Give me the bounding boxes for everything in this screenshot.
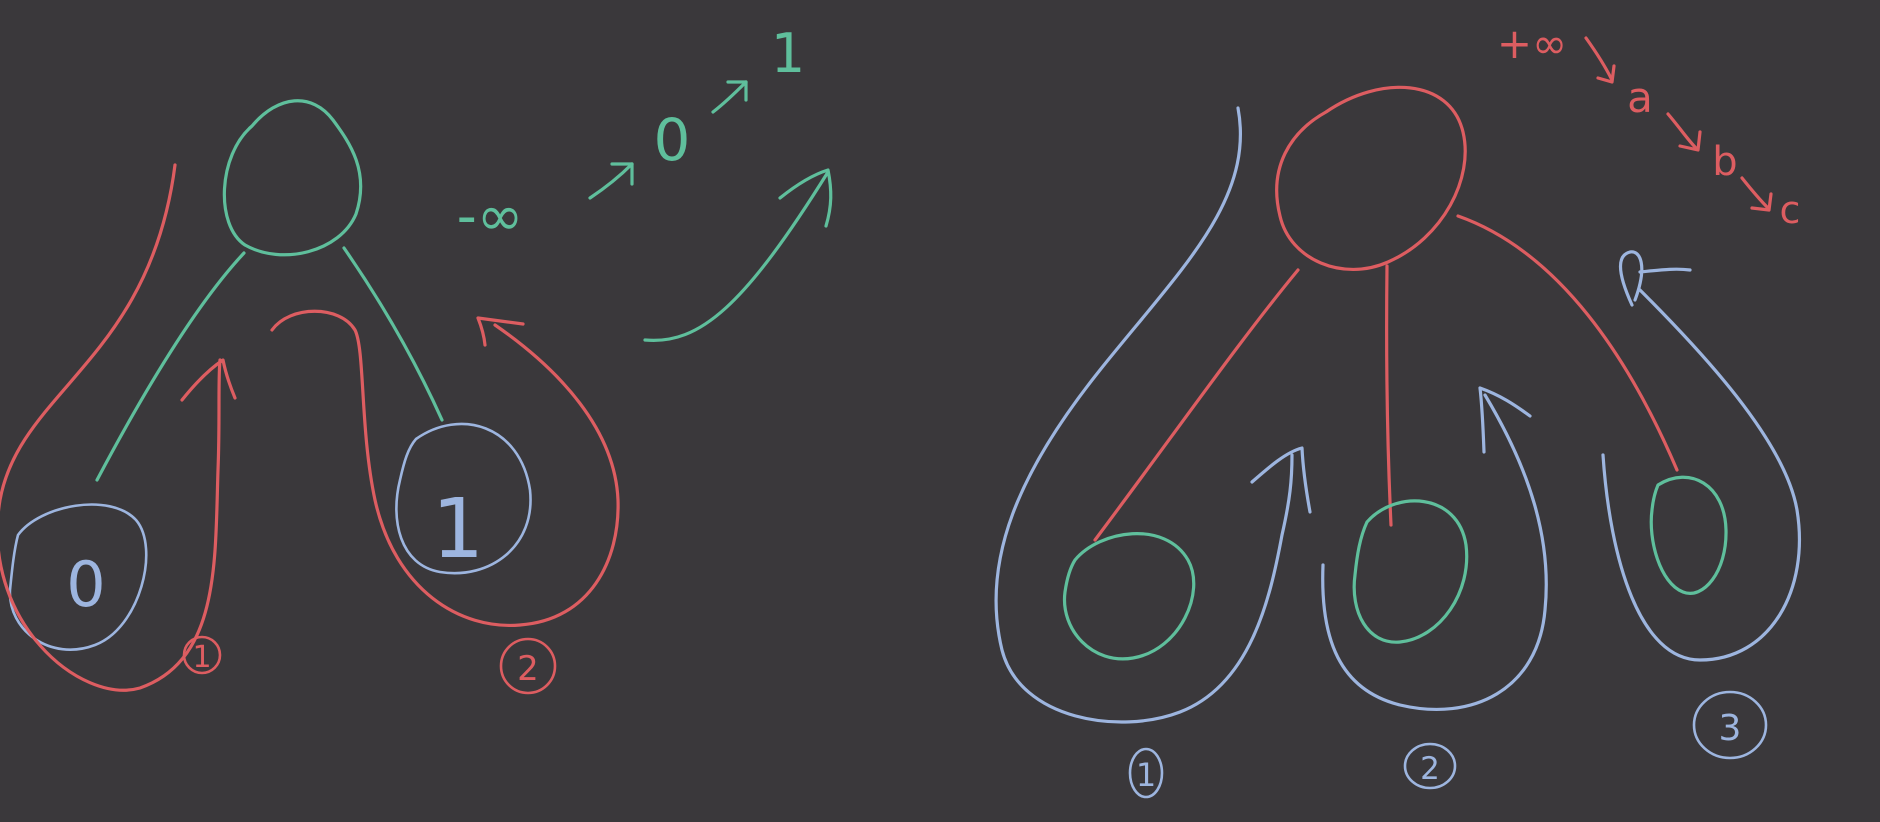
left-order-badge-1	[182, 635, 222, 675]
right-order-badge-3	[1692, 690, 1768, 760]
left-range-arrowhead-2	[726, 80, 748, 102]
left-leaf-value-1: 1	[432, 482, 484, 577]
right-edge-to-leaf-3	[1456, 214, 1679, 472]
left-leaf-0-node	[8, 503, 148, 651]
left-arrowhead-2	[476, 316, 525, 347]
right-range-arrow-1	[1584, 36, 1614, 82]
left-return-arrowhead	[778, 168, 833, 228]
left-root-node	[222, 99, 363, 257]
left-range-middle: 0	[654, 106, 691, 174]
right-order-badge-2	[1403, 742, 1457, 790]
left-edge-to-leaf-1	[342, 246, 444, 422]
right-range-arrowhead-3	[1750, 192, 1773, 212]
right-arrowhead-2	[1478, 386, 1532, 454]
right-root-node	[1275, 85, 1467, 271]
right-edge-to-leaf-2	[1385, 264, 1393, 527]
right-range-arrow-2	[1666, 112, 1698, 150]
left-traversal-loop-2	[270, 309, 620, 628]
right-range-third: c	[1780, 188, 1801, 232]
left-range-start: -∞	[457, 184, 524, 249]
right-leaf-3-node	[1649, 475, 1728, 595]
left-tree: 0 1 1 2 -∞ 0 1	[0, 22, 833, 695]
left-range-arrow-2	[711, 80, 748, 114]
right-range-start: +∞	[1497, 19, 1567, 68]
right-range-arrowhead-2	[1678, 130, 1702, 152]
right-leaf-2-node	[1352, 499, 1469, 644]
right-arrowhead-1	[1250, 446, 1312, 514]
right-traversal-loop-3	[1601, 288, 1802, 662]
right-arrowhead-3	[1619, 250, 1692, 307]
left-order-badge-2	[499, 637, 557, 695]
left-range-end: 1	[771, 22, 805, 85]
left-order-label-1: 1	[192, 640, 211, 675]
left-edge-to-leaf-0	[95, 251, 246, 482]
right-edge-to-leaf-1	[1093, 268, 1300, 542]
left-leaf-1-node	[395, 422, 532, 575]
right-range-second: b	[1712, 139, 1737, 185]
right-order-label-3: 3	[1719, 708, 1742, 749]
right-order-label-1: 1	[1136, 756, 1156, 794]
left-return-arrow	[643, 170, 830, 343]
left-range-arrowhead-1	[610, 162, 634, 186]
right-range-arrow-3	[1740, 176, 1770, 210]
left-leaf-value-0: 0	[66, 548, 105, 621]
right-order-badge-1	[1128, 747, 1164, 799]
left-order-label-2: 2	[517, 649, 539, 689]
left-arrowhead-1	[180, 358, 237, 402]
right-range-arrowhead-1	[1596, 64, 1616, 84]
right-traversal-loop-1	[994, 106, 1294, 724]
right-tree: 1 2 3 +∞ a b c	[994, 19, 1802, 799]
right-range-first: a	[1627, 73, 1653, 122]
left-range-arrow-1	[588, 162, 634, 200]
left-traversal-loop-1	[0, 163, 222, 692]
right-traversal-loop-2	[1321, 393, 1548, 712]
right-leaf-1-node	[1062, 532, 1196, 661]
right-order-label-2: 2	[1420, 751, 1440, 787]
